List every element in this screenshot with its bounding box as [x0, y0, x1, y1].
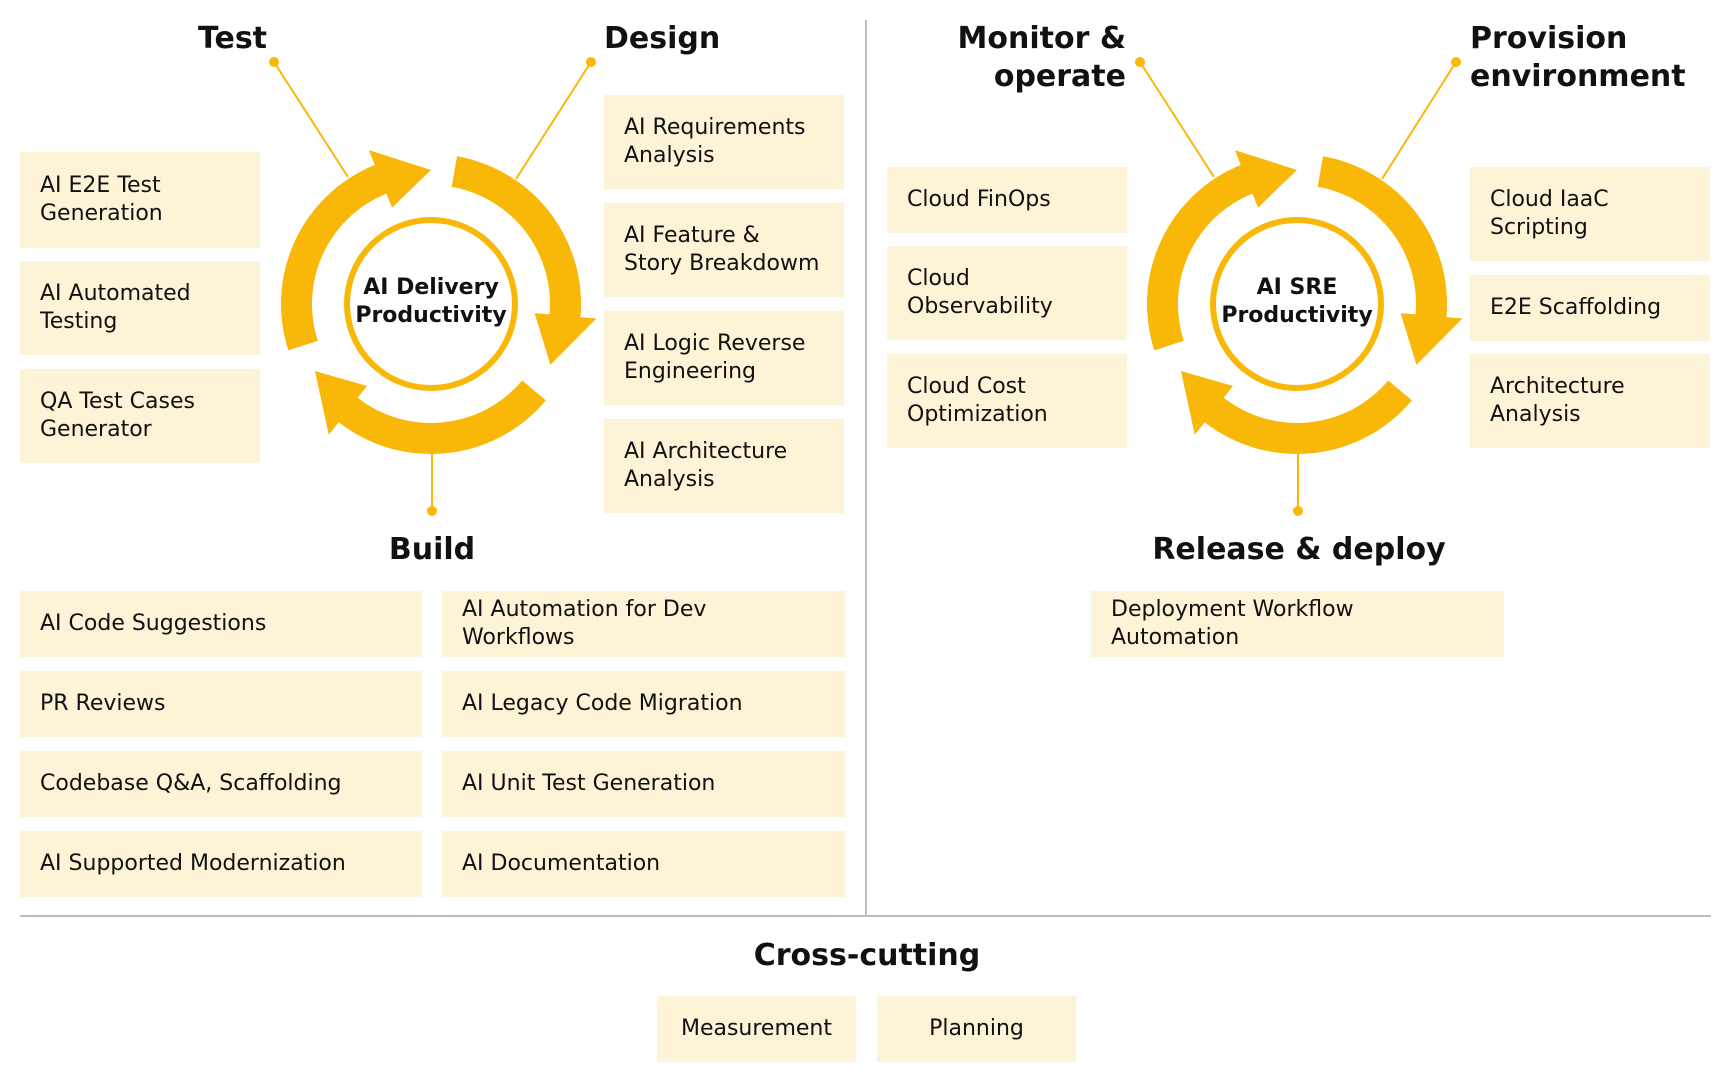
cross-cutting-title: Cross-cutting [753, 938, 981, 973]
cycle-arrow [451, 156, 597, 365]
connectors [269, 57, 1461, 516]
design-title: Design [604, 21, 721, 56]
design-item: AI Architecture Analysis [604, 419, 844, 513]
build-item: PR Reviews [20, 671, 422, 737]
connector-dot [1451, 57, 1461, 67]
monitor-item: Cloud Cost Optimization [887, 354, 1127, 448]
test-item: QA Test Cases Generator [20, 369, 260, 463]
connector-dot [1293, 506, 1303, 516]
provision-item: Cloud IaaC Scripting [1470, 167, 1710, 261]
provision-item: Architecture Analysis [1470, 354, 1710, 448]
build-item: AI Code Suggestions [20, 591, 422, 657]
connector-dot [427, 506, 437, 516]
design-item: AI Feature & Story Breakdowm [604, 203, 844, 297]
build-item: AI Supported Modernization [20, 831, 422, 897]
connector-dot [269, 57, 279, 67]
build-item: AI Unit Test Generation [442, 751, 845, 817]
cycle-arrow [1147, 150, 1297, 351]
cycle-arrow [1180, 371, 1412, 455]
monitor-title: Monitor & operate [957, 21, 1126, 94]
release-item: Deployment Workflow Automation [1091, 591, 1504, 657]
center-ring [344, 217, 518, 391]
build-item: AI Automation for Dev Workflows [442, 591, 845, 657]
build-title: Build [388, 532, 476, 567]
test-item: AI Automated Testing [20, 261, 260, 355]
design-item: AI Logic Reverse Engineering [604, 311, 844, 405]
connector-dot [586, 57, 596, 67]
connector-line [1139, 61, 1215, 178]
build-item: AI Legacy Code Migration [442, 671, 845, 737]
cycle-arrow [1317, 156, 1463, 365]
center-ring [1210, 217, 1384, 391]
cycle-arrow [314, 371, 546, 454]
connector-dot [1135, 57, 1145, 67]
provision-item: E2E Scaffolding [1470, 275, 1710, 341]
horizontal-divider [20, 915, 1711, 917]
delivery-center-label: AI Delivery Productivity [355, 275, 507, 328]
monitor-item: Cloud FinOps [887, 167, 1127, 233]
sre-center-label: AI SRE Productivity [1221, 275, 1373, 328]
sre-cycle [1147, 150, 1463, 455]
monitor-item: Cloud Observability [887, 246, 1127, 340]
cross-item-measurement: Measurement [657, 996, 856, 1062]
cross-item-planning: Planning [877, 996, 1076, 1062]
release-title: Release & deploy [1152, 532, 1446, 567]
design-item: AI Requirements Analysis [604, 95, 844, 189]
cycle-arrow [281, 150, 431, 351]
test-title: Test [198, 21, 268, 56]
provision-title: Provision environment [1470, 21, 1686, 94]
connector-line [1381, 61, 1457, 180]
delivery-cycle [281, 150, 597, 454]
build-item: AI Documentation [442, 831, 845, 897]
build-item: Codebase Q&A, Scaffolding [20, 751, 422, 817]
vertical-divider [865, 20, 867, 915]
connector-line [515, 61, 592, 180]
test-item: AI E2E Test Generation [20, 152, 260, 248]
connector-line [273, 61, 349, 178]
